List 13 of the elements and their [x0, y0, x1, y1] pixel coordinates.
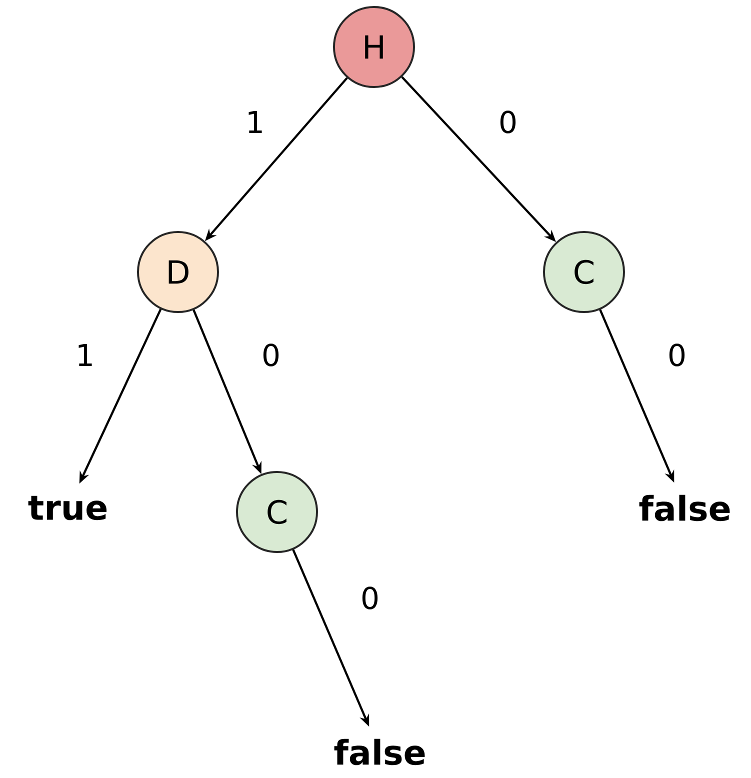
leaf-label: false	[334, 738, 425, 766]
edge-label: 1	[248, 111, 262, 133]
circle-node: D	[137, 231, 219, 313]
edge-label: 0	[500, 110, 516, 134]
circle-node: H	[333, 6, 415, 88]
leaf-label: false	[639, 494, 730, 522]
edge-label: 1	[78, 344, 92, 366]
leaf-label: true	[28, 496, 106, 520]
circle-node: C	[236, 471, 318, 553]
edge-label: 0	[669, 344, 685, 366]
edge-label: 0	[263, 344, 279, 366]
circle-node: C	[543, 231, 625, 313]
edge-label: 0	[362, 586, 378, 610]
